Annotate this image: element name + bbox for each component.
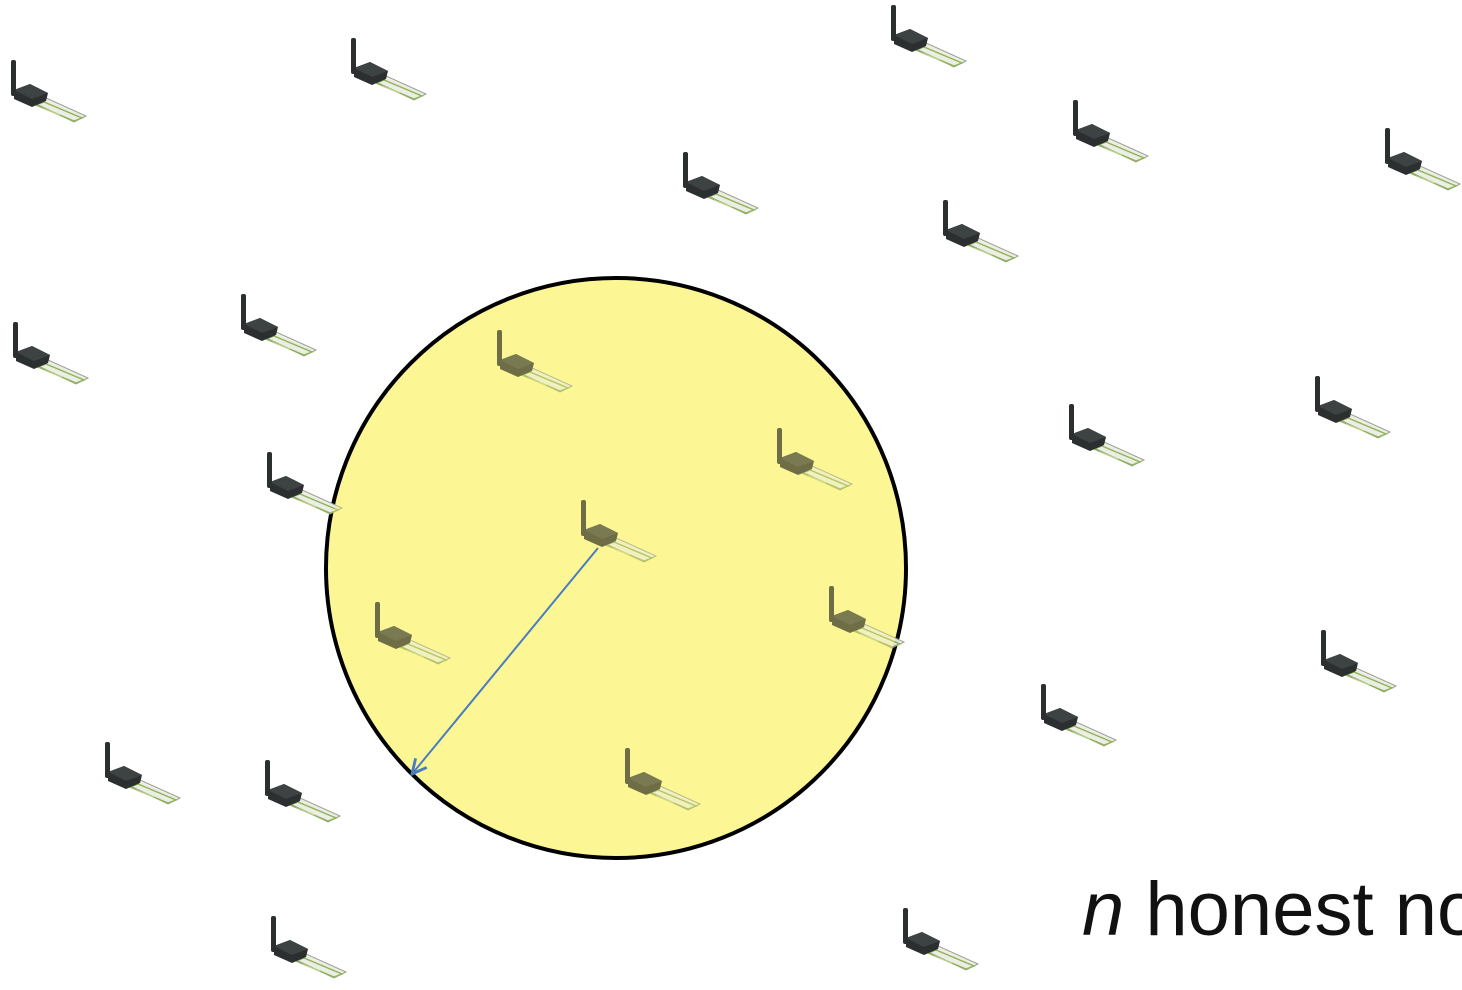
wireless-card-icon: [1321, 630, 1396, 692]
wireless-card-icon: [265, 760, 340, 822]
wireless-card-icon: [267, 452, 342, 514]
wireless-card-icon: [351, 38, 426, 100]
caption-label: honest no: [1124, 867, 1462, 952]
wireless-card-icon: [13, 322, 88, 384]
caption-variable: n: [1082, 867, 1124, 952]
caption-text: n honest no: [1082, 872, 1462, 948]
wireless-card-icon: [1069, 404, 1144, 466]
wireless-card-icon: [1073, 100, 1148, 162]
wireless-card-icon: [11, 60, 86, 122]
wireless-card-icon: [241, 294, 316, 356]
wireless-card-icon: [105, 742, 180, 804]
wireless-card-icon: [943, 200, 1018, 262]
wireless-card-icon: [1041, 684, 1116, 746]
wireless-card-icon: [903, 908, 978, 970]
wireless-card-icon: [683, 152, 758, 214]
wireless-card-icon: [271, 916, 346, 978]
wireless-card-icon: [1385, 128, 1460, 190]
wireless-card-icon: [1315, 376, 1390, 438]
wireless-card-icon: [891, 5, 966, 67]
